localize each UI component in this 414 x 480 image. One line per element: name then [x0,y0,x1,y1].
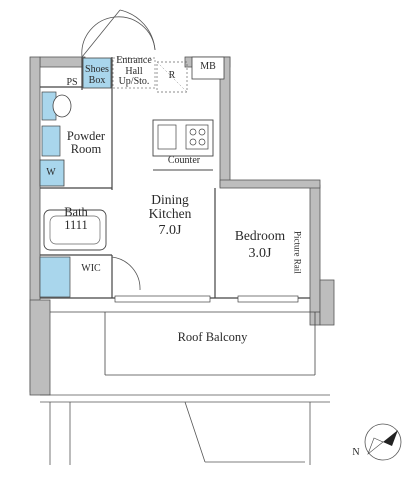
label-bedroom: Bedroom 3.0J [234,228,286,262]
label-ps: PS [66,77,78,88]
entrance-door [81,9,156,58]
label-refrigerator: R [168,70,176,81]
label-dining-kitchen: Dining Kitchen 7.0J [148,192,192,239]
label-roof-balcony: Roof Balcony [177,330,248,344]
roof-balcony-area [50,311,320,376]
entrance-area [112,57,156,89]
compass [364,423,402,461]
refrigerator [156,61,188,93]
balcony-railing [40,394,330,465]
label-mb: MB [200,61,216,72]
wic-shelves [39,256,71,298]
exterior-walls [29,56,335,396]
shoes-box [82,57,112,89]
label-counter: Counter [167,155,201,166]
bedroom-window [237,295,299,303]
sink [41,125,61,157]
label-washer: W [46,167,56,178]
washer [39,159,65,187]
compass-label: N [352,447,360,458]
label-wic: WIC [81,263,101,274]
mb-box [191,56,225,80]
label-picture-rail: Picture Rail [292,230,303,274]
window-sill [114,295,211,303]
stove [185,124,209,150]
